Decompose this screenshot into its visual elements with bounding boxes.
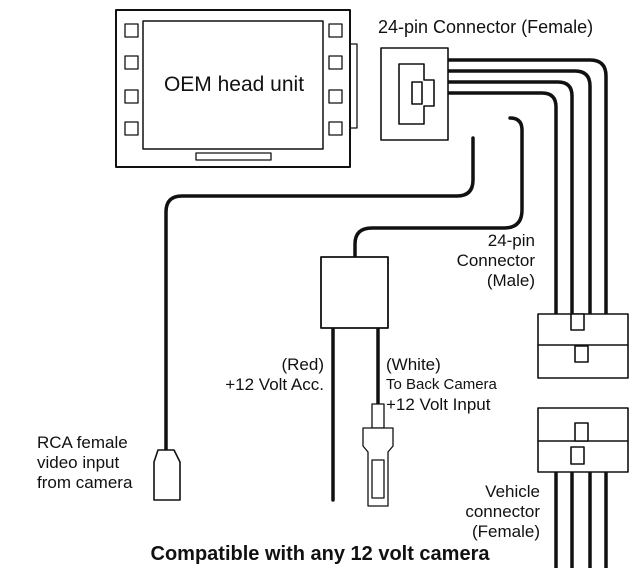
rca-input-label: RCA female video input from camera xyxy=(37,433,132,493)
rca-label-line: from camera xyxy=(37,473,133,492)
adapter-box xyxy=(320,256,389,329)
female-connector-24pin xyxy=(380,47,449,141)
rca-plug xyxy=(153,449,181,501)
red-wire-label: (Red) +12 Volt Acc. xyxy=(190,355,324,395)
white-wire-label: (White) To Back Camera +12 Volt Input xyxy=(386,355,497,415)
red-wire-desc: +12 Volt Acc. xyxy=(225,375,324,394)
male-connector-label-line: (Male) xyxy=(486,271,535,290)
white-wire-color: (White) xyxy=(386,355,441,374)
male-connector-label-line: Connector xyxy=(456,251,535,270)
female-connector-label: 24-pin Connector (Female) xyxy=(378,17,594,37)
harness-wires xyxy=(164,58,608,568)
oem-head-unit xyxy=(115,9,358,168)
white-wire-target: To Back Camera xyxy=(386,376,497,393)
vehicle-label-line: Vehicle xyxy=(485,482,540,501)
compatibility-caption: Compatible with any 12 volt camera xyxy=(150,543,490,565)
male-connector-label-line: 24-pin xyxy=(487,231,535,250)
white-wire-desc: +12 Volt Input xyxy=(386,395,491,414)
male-connector-label: 24-pin Connector (Male) xyxy=(440,231,535,291)
camera-power-plug xyxy=(362,403,394,507)
vehicle-label-line: connector xyxy=(465,502,540,521)
head-unit-label: OEM head unit xyxy=(163,73,305,96)
vehicle-connector-label: Vehicle connector (Female) xyxy=(436,482,540,542)
vehicle-connector xyxy=(537,407,629,473)
rca-label-line: RCA female xyxy=(37,433,128,452)
vehicle-label-line: (Female) xyxy=(471,522,540,541)
rca-label-line: video input xyxy=(37,453,120,472)
male-connector-24pin xyxy=(537,313,629,379)
red-wire-color: (Red) xyxy=(281,355,324,374)
